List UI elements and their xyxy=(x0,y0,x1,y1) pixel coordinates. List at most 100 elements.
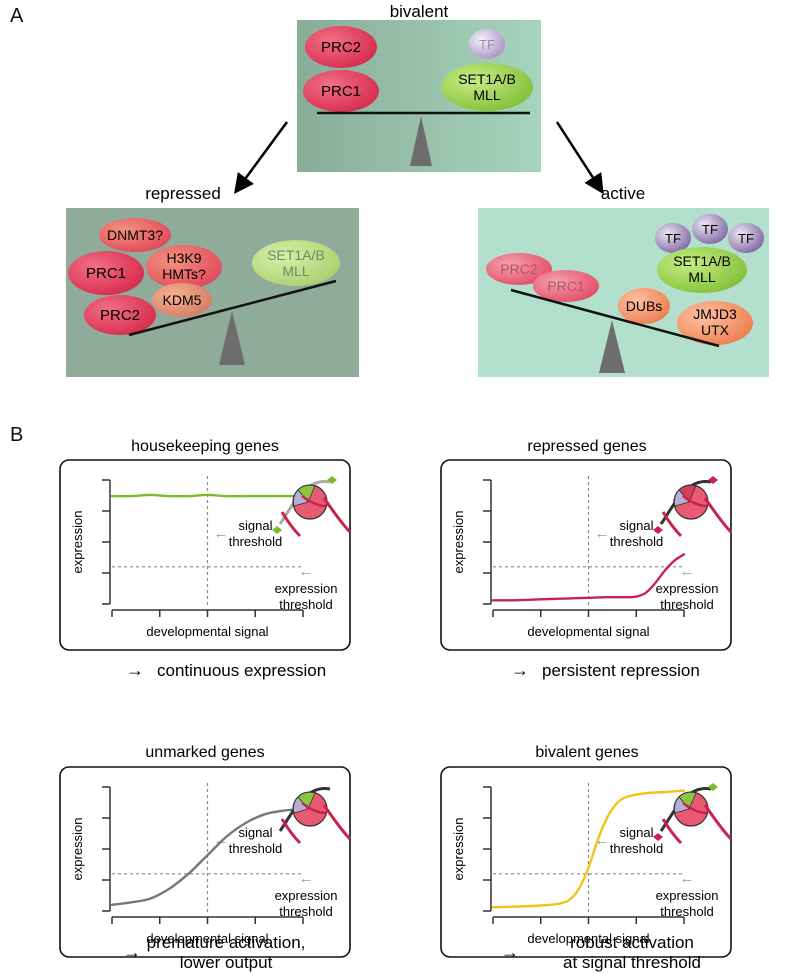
svg-text:→: → xyxy=(511,660,529,680)
svg-text:H3K9: H3K9 xyxy=(166,250,201,266)
plot-repressed: repressed genes expressiondevelopmental … xyxy=(440,438,733,651)
prc1-ellipse-active: PRC1 xyxy=(533,270,599,302)
svg-text:DNMT3?: DNMT3? xyxy=(107,227,163,243)
expression-curve xyxy=(110,808,305,906)
dnmt3-ellipse: DNMT3? xyxy=(99,218,171,252)
svg-text:PRC2: PRC2 xyxy=(500,261,538,277)
svg-text:MLL: MLL xyxy=(473,87,500,103)
outcome-bivalent: → robust activation at signal threshold xyxy=(501,933,701,972)
h3k4me3-mark xyxy=(327,476,337,484)
expression-threshold-text: expression xyxy=(275,581,338,596)
svg-text:at signal threshold: at signal threshold xyxy=(563,953,701,972)
expression-curve xyxy=(491,553,686,602)
y-axis-label: expression xyxy=(451,511,466,574)
svg-text:JMJD3: JMJD3 xyxy=(693,306,737,322)
signal-threshold-text: signal xyxy=(239,825,273,840)
expression-threshold-arrow: ← xyxy=(680,870,695,887)
tf-ellipse-1: TF xyxy=(655,223,691,253)
x-axis-label: developmental signal xyxy=(146,624,268,639)
svg-text:DUBs: DUBs xyxy=(626,298,663,314)
signal-threshold-text: signal xyxy=(620,518,654,533)
nucleosome-icon xyxy=(653,783,733,845)
set1a-mll-ellipse-repressed: SET1A/B MLL xyxy=(252,240,340,286)
expression-threshold-text: expression xyxy=(656,888,719,903)
svg-text:PRC1: PRC1 xyxy=(547,278,585,294)
svg-text:MLL: MLL xyxy=(688,269,715,285)
x-axis-label: developmental signal xyxy=(527,931,649,946)
prc1-ellipse: PRC1 xyxy=(303,70,379,112)
prc2-ellipse-active: PRC2 xyxy=(486,253,552,285)
svg-text:TF: TF xyxy=(738,231,754,246)
tf-ellipse: TF xyxy=(469,29,505,59)
outcome-unmarked: → premature activation, lower output xyxy=(123,933,305,972)
svg-text:PRC1: PRC1 xyxy=(321,83,361,100)
expression-threshold-text: threshold xyxy=(660,597,713,612)
signal-threshold-text: threshold xyxy=(610,841,663,856)
h3k27me3-mark xyxy=(708,476,718,484)
tf-ellipse-2: TF xyxy=(692,214,728,244)
h3k27me3-mark xyxy=(653,833,663,841)
svg-text:SET1A/B: SET1A/B xyxy=(673,253,731,269)
nucleosome-icon xyxy=(272,476,352,538)
h3k27me3-mark xyxy=(653,526,663,534)
plot-title: unmarked genes xyxy=(145,744,264,761)
expression-threshold-text: threshold xyxy=(279,597,332,612)
expression-curve xyxy=(110,493,305,498)
signal-threshold-text: signal xyxy=(239,518,273,533)
svg-text:continuous expression: continuous expression xyxy=(157,661,326,680)
outcome-housekeeping: → continuous expression xyxy=(126,660,326,680)
svg-text:robust activation: robust activation xyxy=(570,933,694,952)
svg-text:PRC2: PRC2 xyxy=(100,307,140,324)
signal-threshold-text: threshold xyxy=(229,534,282,549)
x-axis-label: developmental signal xyxy=(527,624,649,639)
y-axis-label: expression xyxy=(70,511,85,574)
svg-text:PRC2: PRC2 xyxy=(321,39,361,56)
svg-text:lower output: lower output xyxy=(180,953,273,972)
panel-a-label: A xyxy=(10,5,24,27)
bivalent-state: bivalent PRC2 PRC1 TF SET1A/B MLL xyxy=(297,2,541,172)
svg-text:TF: TF xyxy=(479,37,495,52)
expression-threshold-text: threshold xyxy=(660,904,713,919)
repressed-state: repressed DNMT3? H3K9 HMTs? PRC1 KDM5 PR… xyxy=(66,184,359,377)
signal-threshold-arrow: ← xyxy=(214,525,229,542)
set1a-mll-ellipse: SET1A/B MLL xyxy=(441,63,533,111)
h3k9-hmts-ellipse: H3K9 HMTs? xyxy=(146,245,222,289)
expression-threshold-arrow: ← xyxy=(299,870,314,887)
plot-frame xyxy=(59,766,351,958)
prc1-ellipse-repressed: PRC1 xyxy=(68,251,144,295)
plot-title: housekeeping genes xyxy=(131,438,279,455)
nucleosome-icon xyxy=(278,787,352,845)
svg-text:→: → xyxy=(126,660,144,680)
signal-threshold-arrow: ← xyxy=(595,525,610,542)
expression-threshold-text: expression xyxy=(656,581,719,596)
svg-text:→: → xyxy=(123,942,141,962)
signal-threshold-text: threshold xyxy=(229,841,282,856)
svg-text:UTX: UTX xyxy=(701,322,730,338)
y-axis-label: expression xyxy=(70,818,85,881)
repressed-title: repressed xyxy=(145,184,221,203)
svg-text:→: → xyxy=(501,942,519,962)
expression-threshold-arrow: ← xyxy=(680,563,695,580)
y-axis-label: expression xyxy=(451,818,466,881)
svg-text:PRC1: PRC1 xyxy=(86,265,126,282)
h3k4me3-mark xyxy=(272,526,282,534)
fulcrum-active xyxy=(599,320,625,373)
prc2-ellipse-repressed: PRC2 xyxy=(84,295,156,335)
plot-title: bivalent genes xyxy=(535,744,638,761)
plot-frame xyxy=(59,459,351,651)
plot-bivalent: bivalent genes expression developmental s… xyxy=(440,744,733,958)
outcome-repressed: → persistent repression xyxy=(511,660,700,680)
fulcrum xyxy=(410,116,432,166)
balance-beam-active xyxy=(510,288,720,348)
fulcrum-repressed xyxy=(219,311,245,365)
svg-text:HMTs?: HMTs? xyxy=(162,266,206,282)
expression-threshold-text: expression xyxy=(275,888,338,903)
